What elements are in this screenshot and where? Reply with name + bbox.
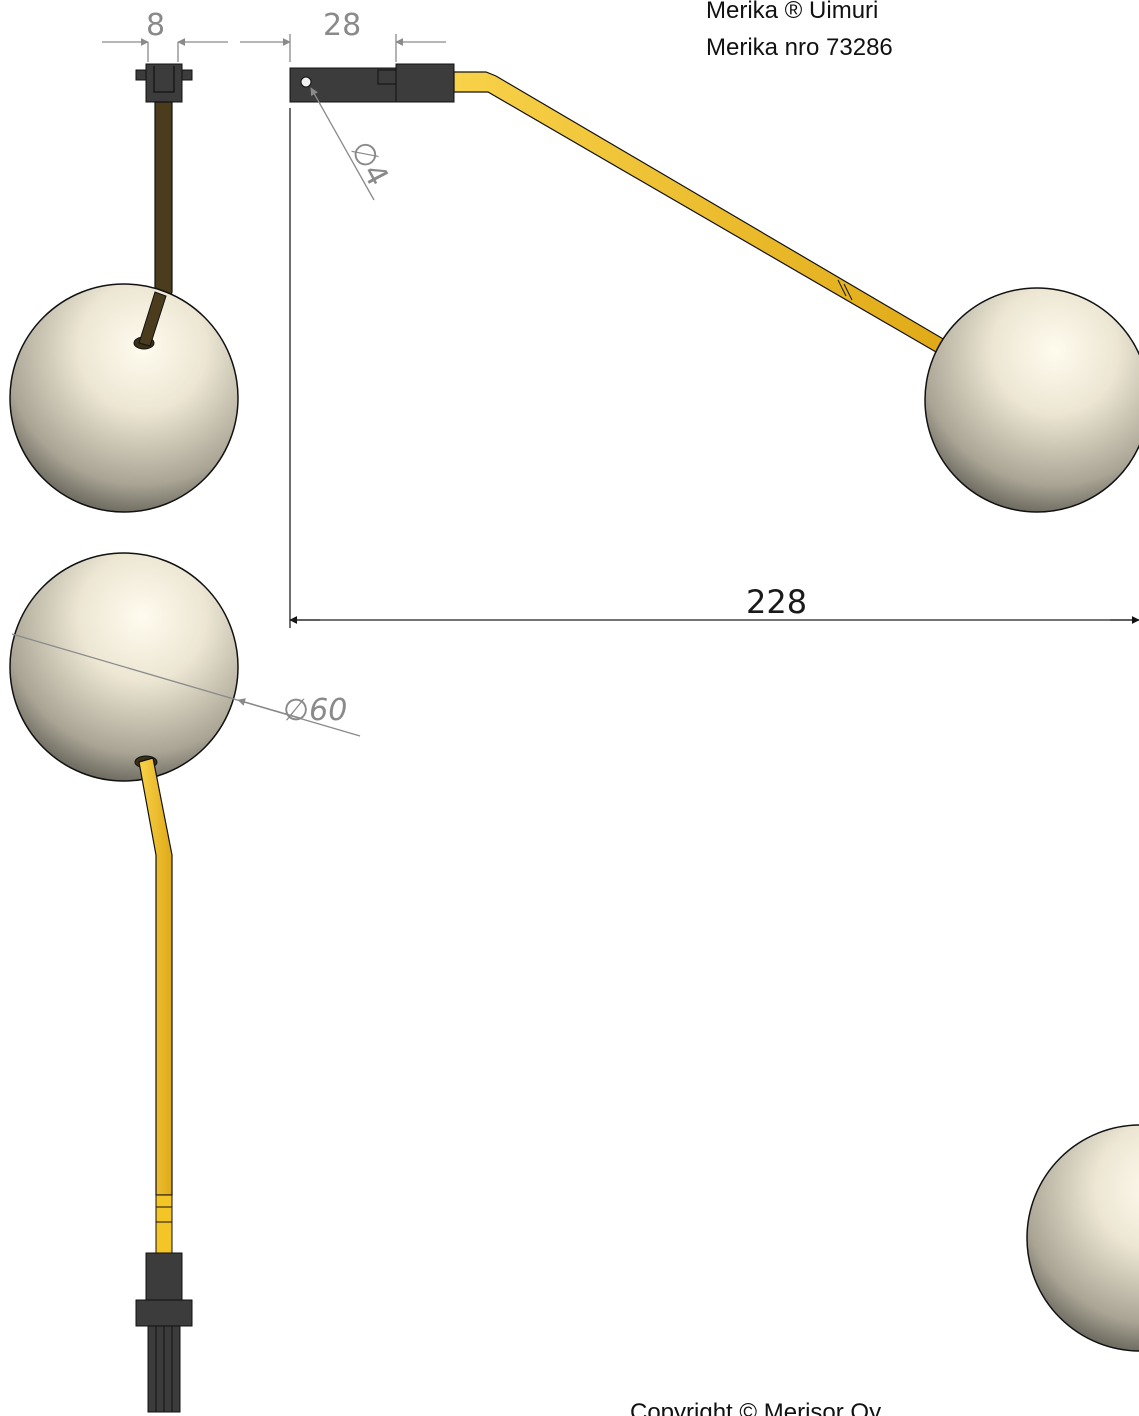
dimension-connector-width: 8 xyxy=(102,8,228,62)
float-arm-rod xyxy=(453,71,946,353)
dimension-ball-diameter: ∅60 xyxy=(11,633,361,737)
connector-main xyxy=(289,63,455,103)
float-ball-partial xyxy=(1026,1124,1139,1352)
float-ball-top xyxy=(9,283,239,513)
dimension-label-8: 8 xyxy=(146,8,165,43)
dimension-hole-diameter: ∅4 xyxy=(310,87,395,201)
dimension-label-228: 228 xyxy=(746,583,807,621)
dimension-label-4: ∅4 xyxy=(343,135,395,191)
side-view-bottom: ∅60 xyxy=(9,552,361,1413)
float-ball-main xyxy=(924,287,1139,513)
product-number: Merika nro 73286 xyxy=(706,34,893,61)
side-view-top: 8 xyxy=(9,8,239,513)
product-name: Merika ® Uimuri xyxy=(706,0,878,24)
connector-bottom xyxy=(135,1252,193,1413)
dimension-connector-length: 28 xyxy=(240,8,446,62)
dimension-total-length: 228 xyxy=(289,108,1139,628)
rod-yellow xyxy=(138,757,173,1196)
top-view: 28 ∅4 228 xyxy=(240,8,1139,628)
connector-top xyxy=(135,63,193,103)
copyright-text: Copyright © Merisor Oy xyxy=(630,1399,881,1416)
dimension-label-60: ∅60 xyxy=(283,693,347,728)
dimension-label-28: 28 xyxy=(323,8,361,43)
mounting-hole xyxy=(300,76,312,88)
